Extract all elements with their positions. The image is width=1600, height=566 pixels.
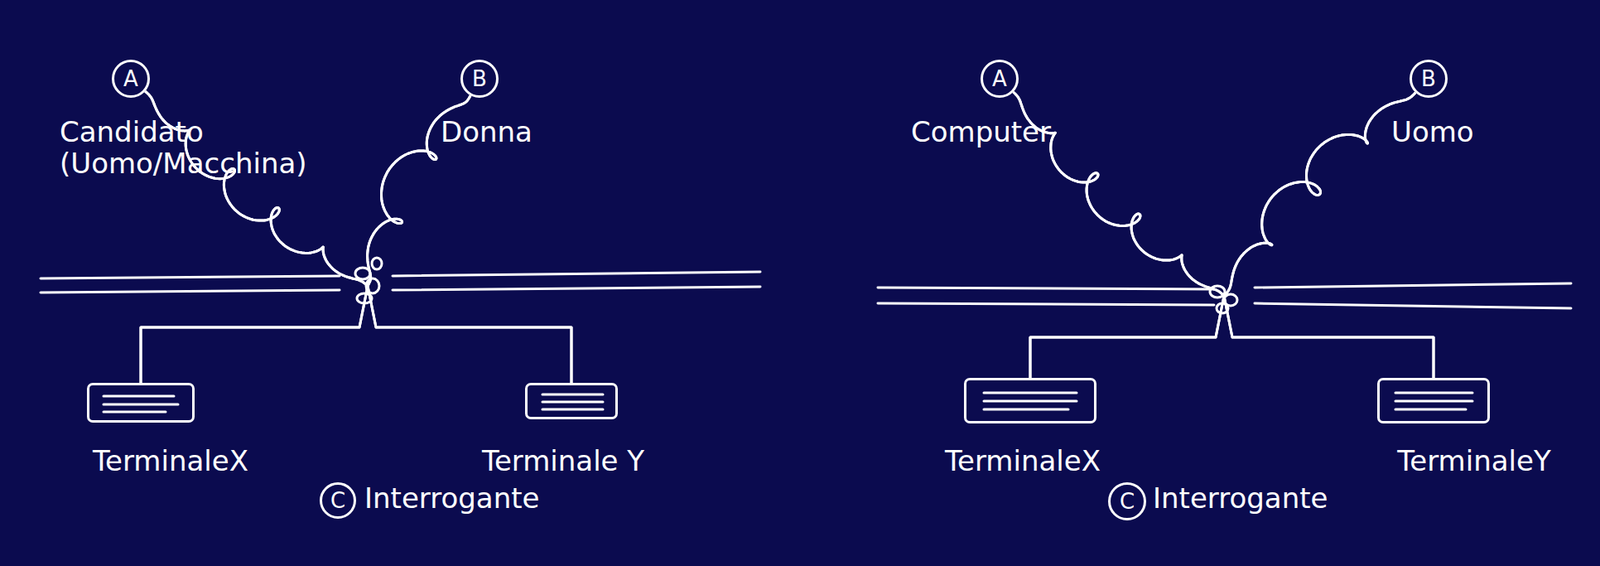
desk-line <box>40 289 340 293</box>
role-label: Donna <box>440 115 574 148</box>
terminal-label: TerminaleX <box>62 444 279 477</box>
desk-line <box>392 271 761 276</box>
terminal-box: TerminaleX <box>86 382 195 423</box>
desk-line <box>1254 283 1572 288</box>
letter-circle: AComputer <box>980 59 1019 98</box>
circle-letter: C <box>330 489 346 511</box>
letter-circle: BDonna <box>460 59 499 98</box>
circle-letter: A <box>992 67 1008 90</box>
terminal-label: Terminale Y <box>463 444 663 477</box>
circle-letter: B <box>1421 67 1437 90</box>
terminal-box: TerminaleY <box>1377 377 1490 424</box>
role-label: Uomo <box>1391 115 1524 148</box>
terminal-box: TerminaleX <box>963 377 1097 424</box>
desk-line <box>40 275 340 279</box>
screen-lines <box>103 392 1473 412</box>
letter-circle: CInterrogante <box>319 481 357 519</box>
role-label: Interrogante <box>364 481 564 514</box>
desk-line <box>392 286 761 290</box>
role-label: Candidato (Uomo/Macchina) <box>59 115 333 179</box>
terminal-label: TerminaleX <box>915 444 1131 477</box>
terminal-label: TerminaleY <box>1374 444 1574 477</box>
circle-letter: B <box>472 67 487 90</box>
desk-line <box>1254 303 1572 309</box>
role-label: Interrogante <box>1152 481 1352 514</box>
letter-circle: CInterrogante <box>1108 481 1147 521</box>
role-label: Computer <box>910 115 1110 148</box>
desk-line <box>877 303 1215 305</box>
circle-letter: C <box>1119 490 1135 512</box>
letter-circle: ACandidato (Uomo/Macchina) <box>111 59 150 98</box>
wire-connector <box>1013 91 1435 378</box>
circle-letter: A <box>123 67 139 90</box>
desk-line <box>877 287 1215 290</box>
letter-circle: BUomo <box>1409 59 1448 98</box>
terminal-box: Terminale Y <box>525 382 618 420</box>
